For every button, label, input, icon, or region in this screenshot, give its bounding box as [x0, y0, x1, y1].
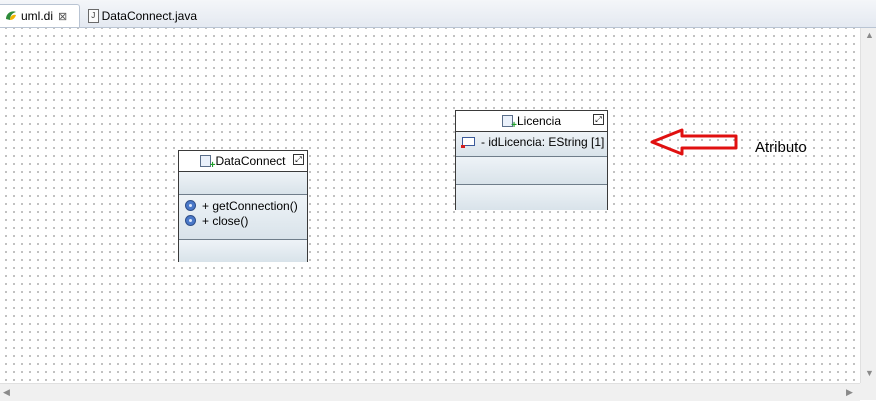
- attributes-compartment[interactable]: - idLicencia: EString [1]: [456, 132, 607, 157]
- java-file-icon: J: [88, 8, 99, 23]
- operation-item[interactable]: + close(): [179, 213, 307, 228]
- tab-label: uml.di: [21, 9, 54, 23]
- uml-class-licencia[interactable]: Licencia ⤢ - idLicencia: EString [1]: [455, 110, 608, 210]
- nested-classifiers-compartment[interactable]: [456, 185, 607, 210]
- uml-class-icon: [501, 115, 517, 131]
- operations-compartment[interactable]: + getConnection() + close(): [179, 195, 307, 240]
- class-name[interactable]: DataConnect: [215, 154, 286, 168]
- nested-classifiers-compartment[interactable]: [179, 240, 307, 262]
- papyrus-diagram-icon: [6, 11, 16, 20]
- attribute-icon: [461, 137, 475, 148]
- operation-label: + close(): [202, 213, 249, 228]
- editor-tab-bar: uml.di ⊠ J DataConnect.java: [0, 0, 876, 28]
- uml-class-icon: [200, 155, 215, 171]
- operation-item[interactable]: + getConnection(): [179, 198, 307, 213]
- collapse-icon[interactable]: ⤢: [593, 114, 604, 125]
- annotation-arrow: [650, 128, 738, 156]
- scroll-right-icon[interactable]: ▶: [846, 387, 853, 397]
- close-icon[interactable]: ⊠: [58, 10, 68, 23]
- scrollbar-corner: [860, 383, 876, 400]
- scroll-up-icon[interactable]: ▲: [865, 30, 874, 40]
- attributes-compartment[interactable]: [179, 172, 307, 195]
- annotation-label: Atributo: [755, 139, 807, 156]
- operation-label: + getConnection(): [202, 198, 298, 213]
- class-header: Licencia ⤢: [456, 111, 607, 132]
- scroll-left-icon[interactable]: ◀: [3, 387, 10, 397]
- tab-dataconnect-java[interactable]: J DataConnect.java: [82, 4, 197, 27]
- vertical-scrollbar[interactable]: ▲ ▼: [860, 28, 876, 383]
- horizontal-scrollbar[interactable]: ◀ ▶: [0, 383, 860, 401]
- tab-uml-di[interactable]: uml.di ⊠: [0, 4, 80, 27]
- attribute-label: - idLicencia: EString [1]: [481, 134, 605, 149]
- attribute-item[interactable]: - idLicencia: EString [1]: [456, 134, 607, 149]
- uml-class-dataconnect[interactable]: DataConnect ⤢ + getConnection() + close(…: [178, 150, 308, 262]
- collapse-icon[interactable]: ⤢: [293, 154, 304, 165]
- scroll-down-icon[interactable]: ▼: [865, 368, 874, 378]
- operation-icon: [185, 200, 196, 211]
- class-name[interactable]: Licencia: [516, 114, 562, 128]
- operations-compartment[interactable]: [456, 157, 607, 185]
- diagram-canvas[interactable]: [0, 28, 860, 383]
- tab-label: DataConnect.java: [101, 8, 197, 23]
- operation-icon: [185, 215, 196, 226]
- class-header: DataConnect ⤢: [179, 151, 307, 172]
